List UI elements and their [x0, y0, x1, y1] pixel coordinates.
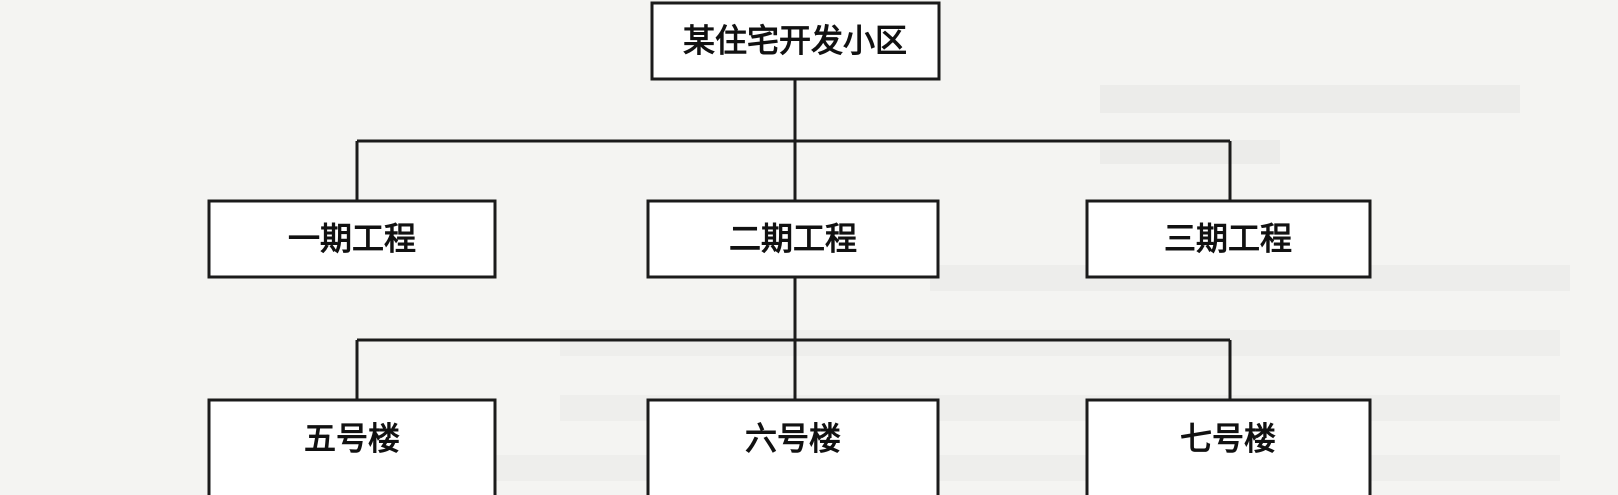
connector-lines: [355, 79, 1232, 400]
building-node-7: 七号楼: [1085, 398, 1372, 495]
root-node-label: 某住宅开发小区: [683, 22, 907, 60]
phase-node-1: 一期工程: [207, 199, 497, 279]
building-node-7-label: 七号楼: [1180, 420, 1276, 458]
building-node-6: 六号楼: [646, 398, 940, 495]
phase-node-1-label: 一期工程: [288, 220, 416, 258]
building-node-5: 五号楼: [207, 398, 497, 495]
building-node-5-label: 五号楼: [304, 420, 400, 458]
phase-node-3-label: 三期工程: [1164, 220, 1292, 258]
root-node: 某住宅开发小区: [650, 1, 941, 81]
phase-node-2: 二期工程: [646, 199, 940, 279]
bleed-through-background: [460, 85, 1570, 481]
building-node-6-label: 六号楼: [745, 420, 841, 458]
phase-node-3: 三期工程: [1085, 199, 1372, 279]
phase-node-2-label: 二期工程: [729, 220, 857, 258]
